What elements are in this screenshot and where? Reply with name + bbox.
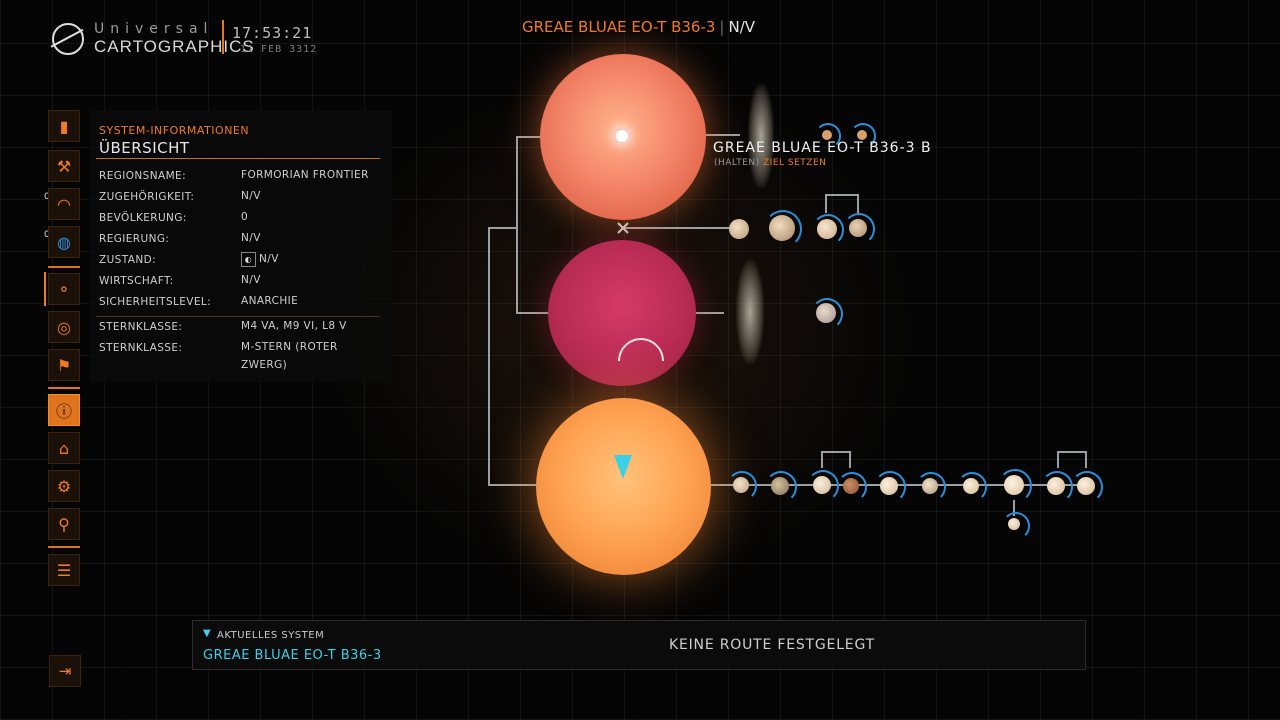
rail-divider [48,266,80,268]
rail-divider [48,387,80,389]
scan-ring-icon [843,213,875,245]
info-label: REGIONSNAME: [99,170,187,182]
scan-ring-icon [815,123,841,149]
scan-ring-icon [812,214,844,246]
current-location-icon [614,455,632,479]
brand-top: Universal [94,21,214,37]
target-hint[interactable]: (HALTEN) ZIEL SETZEN [714,158,826,168]
info-value: ANARCHIE [241,295,299,307]
info-value: M-STERN (ROTER ZWERG) [241,341,338,371]
scan-ring-icon [727,471,757,501]
system-map-icon[interactable]: ⚬ [48,273,80,305]
scan-ring-icon [874,471,906,503]
scan-ring-icon [837,472,867,502]
target-hint-hold: (HALTEN) [714,158,760,168]
info-label: STERNKLASSE: [99,321,183,333]
info-value: FORMORIAN FRONTIER [241,169,369,181]
brand-bottom: CARTOGRAPHICS [94,37,255,56]
mapped-icon[interactable]: ◍ [48,226,80,258]
scan-ring-icon [765,471,797,503]
bookmark-icon[interactable]: ▮ [48,110,80,142]
construction-icon[interactable]: ⚒ [48,150,80,182]
panel-divider [96,316,380,317]
list-icon[interactable]: ☰ [48,554,80,586]
target-body-name: GREAE BLUAE EO-T B36-3 B [713,140,932,156]
location-icon[interactable]: ⚲ [48,508,80,540]
clock-date: 11 FEB 3312 [240,44,318,55]
rail-divider [48,546,80,548]
current-system-name[interactable]: GREAE BLUAE EO-T B36-3 [203,648,382,663]
scan-ring-icon [916,472,946,502]
scan-ring-icon [811,298,843,330]
system-title: GREAE BLUAE EO-T B36-3|N/V [522,18,755,36]
info-value: N/V [241,274,261,286]
current-system-label: AKTUELLES SYSTEM [217,630,325,641]
exit-map-icon[interactable]: ⇥ [49,655,81,687]
info-label: ZUGEHÖRIGKEIT: [99,191,195,203]
settlement-icon[interactable]: ⚑ [48,349,80,381]
clock-time: 17:53:21 [232,24,313,42]
scan-ring-icon [1002,512,1030,540]
scan-ring-icon [957,472,987,502]
landable-count: 0 [44,192,50,202]
route-status: KEINE ROUTE FESTGELEGT [669,637,875,653]
info-label: BEVÖLKERUNG: [99,212,187,224]
panel-divider [96,158,380,159]
faction-icon[interactable]: ⌂ [48,432,80,464]
landable-icon[interactable]: ◠ [48,188,80,220]
scan-ring-icon [1071,471,1103,503]
system-title-separator: | [719,18,725,36]
scan-ring-icon [850,123,876,149]
info-label: ZUSTAND: [99,254,157,266]
cartographics-logo-icon [52,22,84,55]
settings-icon[interactable]: ⚙ [48,470,80,502]
info-value: M4 VA, M9 VI, L8 V [241,320,347,332]
clock: 17:53:21 11 FEB 3312 [232,24,317,55]
header-divider [222,20,224,54]
orrery-icon[interactable]: ◎ [48,311,80,343]
universal-cartographics-logo: Universal CARTOGRAPHICS [52,22,255,55]
scan-ring-icon [764,210,802,248]
asteroid-belt-icon[interactable] [736,260,764,364]
info-label: STERNKLASSE: [99,342,183,354]
mapped-count: 0 [44,230,50,240]
info-value: N/V [241,232,261,244]
current-system-icon: ▼ [203,628,211,639]
info-value: N/V [259,253,279,265]
scan-ring-icon [807,470,839,502]
system-info-panel: SYSTEM-INFORMATIONEN ÜBERSICHT REGIONSNA… [90,110,392,382]
info-icon[interactable]: ⓘ [48,394,80,426]
system-title-name: GREAE BLUAE EO-T B36-3 [522,18,716,36]
scan-ring-icon [998,469,1032,503]
info-label: REGIERUNG: [99,233,170,245]
info-label: SICHERHEITSLEVEL: [99,296,212,308]
planet-icon[interactable] [729,219,749,239]
panel-title: ÜBERSICHT [99,139,190,157]
route-bar: ▼ AKTUELLES SYSTEM GREAE BLUAE EO-T B36-… [192,620,1086,670]
info-label: WIRTSCHAFT: [99,275,174,287]
system-title-state: N/V [728,18,756,36]
info-value: 0 [241,211,249,223]
star-b[interactable] [548,240,696,386]
rail-selection-marker [44,272,46,306]
target-marker-icon [613,127,631,145]
state-icon: ◐ [241,251,256,267]
scan-ring-icon [1041,471,1073,503]
asteroid-belt-icon[interactable] [748,84,774,188]
set-target-action[interactable]: ZIEL SETZEN [763,158,827,168]
panel-section-label: SYSTEM-INFORMATIONEN [99,124,250,137]
star-c[interactable] [536,398,711,575]
info-value: N/V [241,190,261,202]
